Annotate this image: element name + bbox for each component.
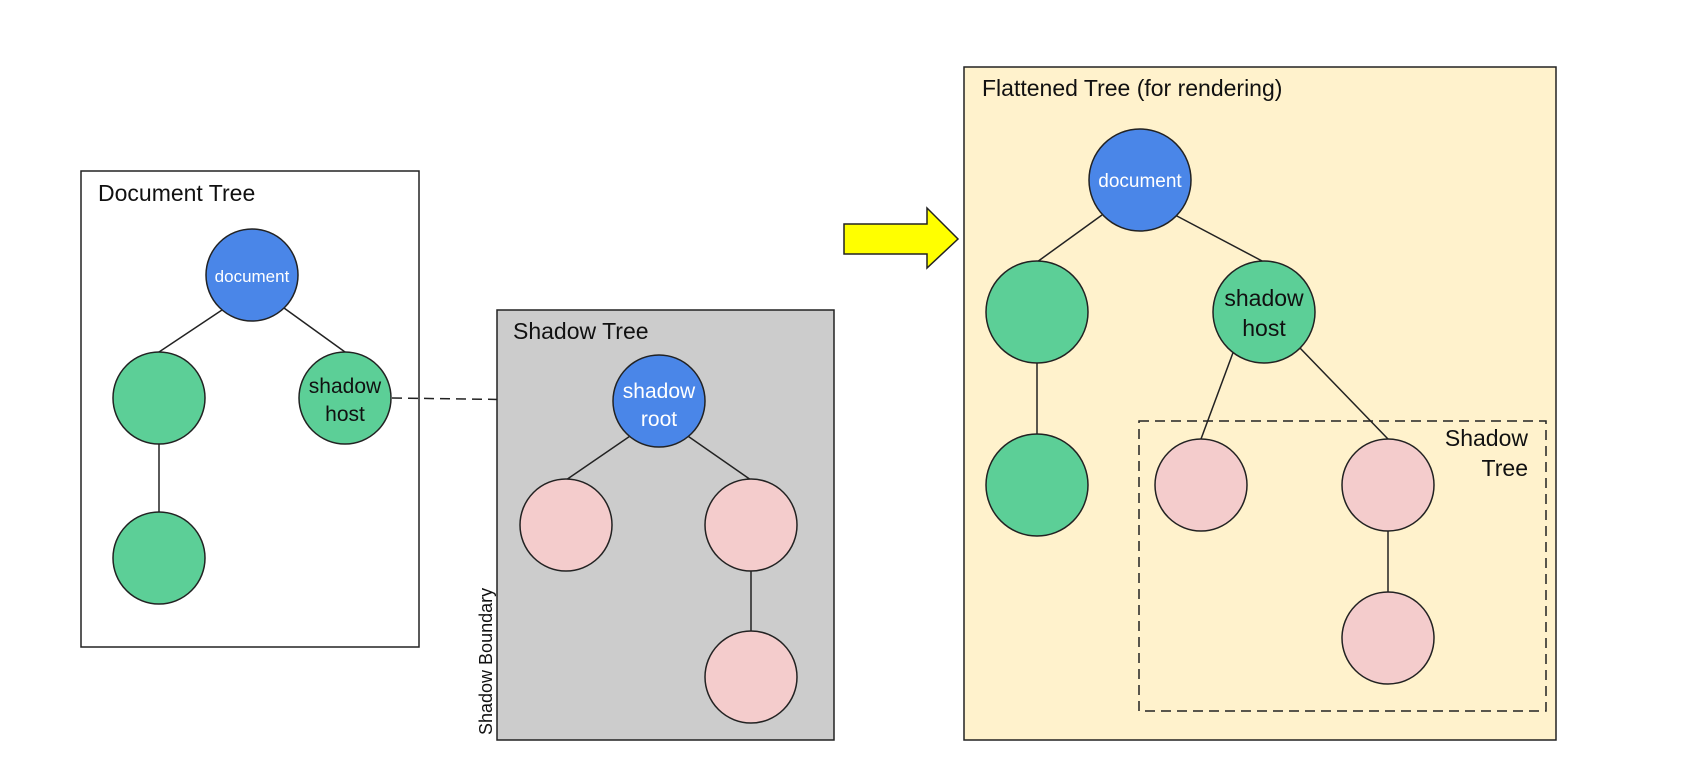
shadow-element-node [1341, 591, 1435, 685]
element-node [112, 511, 206, 605]
tree-edge [283, 307, 346, 353]
tree-edge [565, 431, 637, 481]
shadow-host-node [298, 351, 392, 445]
tree-edge [1174, 214, 1265, 263]
document-tree-title: Document Tree [98, 180, 255, 206]
shadow-tree-panel: Shadow Tree Shadow Boundary shadow root [476, 309, 835, 741]
tree-edge [1200, 349, 1235, 440]
shadow-host-label: shadow [309, 375, 382, 398]
shadow-element-node [1341, 438, 1435, 532]
shadow-element-node [1154, 438, 1248, 532]
shadow-host-label: host [1242, 315, 1286, 341]
shadow-boundary-label: Shadow Boundary [476, 588, 496, 735]
document-node-label: document [1098, 171, 1182, 192]
tree-edge [1298, 346, 1389, 440]
shadow-root-label: root [641, 408, 677, 431]
shadow-element-node [704, 630, 798, 724]
document-node [205, 228, 299, 322]
shadow-host-label: host [325, 403, 365, 426]
tree-edge [1036, 214, 1103, 263]
shadow-element-node [519, 478, 613, 572]
element-node [985, 260, 1089, 364]
shadow-root-label: shadow [623, 380, 696, 403]
shadow-root-node [612, 354, 706, 448]
right-arrow-icon [843, 206, 960, 270]
shadow-tree-region-label: Tree [1482, 455, 1528, 481]
document-node-label: document [215, 267, 290, 286]
document-tree-panel: Document Tree document shadow host [80, 170, 420, 648]
shadow-host-node [1212, 260, 1316, 364]
shadow-tree-region [1138, 420, 1547, 712]
shadow-host-label: shadow [1224, 285, 1304, 311]
shadow-element-node [704, 478, 798, 572]
flattened-tree-title: Flattened Tree (for rendering) [982, 75, 1282, 101]
flattened-tree-frame [963, 66, 1557, 741]
document-node [1088, 128, 1192, 232]
shadow-tree-title: Shadow Tree [513, 318, 649, 344]
tree-edge [158, 309, 223, 353]
tree-edge [681, 431, 752, 481]
element-node [985, 433, 1089, 537]
flattened-tree-panel: Flattened Tree (for rendering) Shadow Tr… [963, 66, 1557, 741]
element-node [112, 351, 206, 445]
shadow-tree-region-label: Shadow [1445, 425, 1529, 451]
